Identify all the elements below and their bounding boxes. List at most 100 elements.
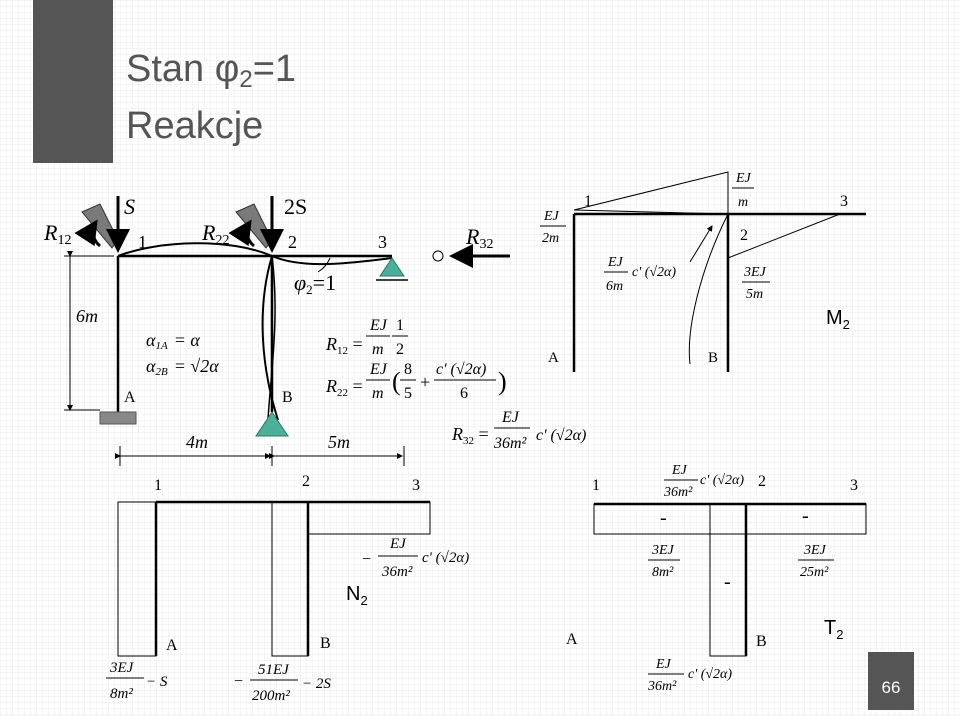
- t2-support-a: A: [566, 631, 578, 648]
- pinned-support-b: [255, 411, 289, 437]
- t2-sign-right: -: [802, 505, 809, 527]
- support-label-a: A: [124, 389, 136, 406]
- t2-value-right-den: 25m²: [800, 565, 829, 580]
- svg-text:+: +: [420, 372, 430, 392]
- label-r32: R32: [465, 224, 493, 252]
- svg-text:5: 5: [404, 385, 412, 402]
- title-decoration-square: [33, 0, 113, 163]
- dim-label-height: 6m: [76, 306, 98, 326]
- frame-scheme: R12 S 1 R22 2S 2 3 R32 φ2=1 6m 4m 5m A B…: [43, 194, 510, 466]
- node-label-2: 2: [288, 232, 297, 252]
- svg-text:1: 1: [396, 317, 404, 334]
- n2-area-beam: [307, 501, 431, 535]
- m2-value-left-den: 2m: [542, 231, 559, 246]
- n2-support-b: B: [320, 635, 331, 652]
- reaction-moment-r12: [74, 219, 102, 248]
- m2-value-mid-den: 6m: [606, 279, 623, 294]
- svg-text:(: (: [392, 367, 401, 396]
- moment-diagram-m2: 1 2 3 A B EJ 2m EJ m EJ 6m c' (√2α) 3EJ …: [540, 171, 866, 372]
- node-label-1: 1: [138, 232, 147, 252]
- m2-value-top-den: m: [738, 195, 748, 210]
- m2-value-mid-tail: c' (√2α): [632, 265, 676, 280]
- deformed-column-b: [261, 255, 279, 421]
- svg-text:EJ: EJ: [369, 317, 388, 334]
- svg-text:6: 6: [460, 385, 468, 402]
- m2-node-2: 2: [740, 227, 748, 244]
- svg-text:m: m: [372, 385, 384, 402]
- roller-support-3: [379, 257, 405, 277]
- t2-node-3: 3: [850, 477, 858, 494]
- n2-value-cola-num: 3EJ: [109, 660, 135, 676]
- n2-value-beam-sign: −: [362, 551, 371, 568]
- dim-label-span1: 4m: [186, 432, 208, 452]
- label-r12: R12: [43, 220, 71, 248]
- m2-support-b: B: [708, 350, 718, 366]
- t2-value-top-tail: c' (√2α): [700, 473, 744, 488]
- n2-node-2: 2: [302, 473, 310, 490]
- reaction-moment-r22: [228, 219, 256, 248]
- title-line-2: Reakcje: [126, 105, 264, 147]
- n2-support-a: A: [166, 637, 178, 654]
- svg-text:c' (√2α): c' (√2α): [536, 427, 586, 444]
- svg-text:m: m: [372, 341, 384, 358]
- n2-value-colb-tail: − 2S: [302, 676, 331, 692]
- t2-area-column-b: [709, 503, 747, 657]
- m2-node-3: 3: [840, 193, 848, 210]
- svg-text:36m²: 36m²: [493, 435, 528, 452]
- dim-label-span2: 5m: [328, 432, 350, 452]
- alpha1-equation: α1A= α: [146, 330, 200, 352]
- page-number-box: 66: [868, 652, 914, 710]
- fixed-support-a: [99, 411, 137, 425]
- svg-text:R32 =: R32 =: [451, 424, 489, 447]
- n2-value-colb-sign: −: [234, 673, 243, 690]
- m2-value-mid-num: EJ: [607, 255, 624, 270]
- svg-text:2: 2: [396, 341, 404, 358]
- n2-value-beam-den: 36m²: [381, 564, 413, 580]
- n2-area-column-b: [271, 501, 309, 657]
- title-subscript: 2: [239, 66, 253, 93]
- t2-node-2: 2: [758, 473, 766, 490]
- t2-support-b: B: [756, 633, 767, 650]
- title-prefix: Stan φ: [126, 48, 240, 90]
- m2-curve-column: [688, 213, 729, 365]
- m2-area-right: [727, 213, 841, 259]
- title-suffix: =1: [252, 48, 297, 90]
- n2-value-cola-tail: − S: [146, 674, 168, 690]
- m2-pointer: [689, 225, 713, 263]
- normal-diagram-n2: 1 2 3 A B − EJ 36m² c' (√2α) 3EJ 8m² − S…: [106, 473, 469, 704]
- n2-value-beam-tail: c' (√2α): [422, 550, 469, 566]
- lock-tool-1: [81, 203, 119, 249]
- m2-node-1: 1: [584, 193, 592, 210]
- t2-sign-column: -: [724, 571, 731, 593]
- node-label-3: 3: [378, 232, 387, 252]
- t2-node-1: 1: [592, 477, 600, 494]
- m2-value-top-num: EJ: [735, 171, 752, 186]
- m2-value-right-num: 3EJ: [743, 265, 767, 280]
- n2-node-3: 3: [412, 477, 420, 494]
- hinge-circle: [432, 250, 444, 262]
- svg-text:8: 8: [404, 361, 412, 378]
- label-phi: φ2=1: [294, 270, 336, 297]
- n2-area-column-a: [117, 501, 157, 657]
- n2-value-cola-den: 8m²: [110, 686, 133, 702]
- t2-value-bottom-tail: c' (√2α): [688, 667, 732, 682]
- t2-value-bottom-den: 36m²: [647, 679, 677, 694]
- label-r22: R22: [201, 220, 229, 248]
- n2-value-colb-den: 200m²: [252, 688, 290, 704]
- equation-r12: R12 = EJ m 1 2: [325, 317, 408, 358]
- svg-text:R12 =: R12 =: [325, 334, 363, 357]
- deformed-beam-right: [271, 255, 393, 266]
- m2-area-left: [573, 171, 729, 215]
- slide-title: Stan φ2=1 Reakcje: [126, 46, 296, 149]
- n2-title: N2: [346, 583, 368, 608]
- m2-title: M2: [826, 307, 850, 332]
- support-label-b: B: [282, 389, 293, 406]
- t2-title: T2: [824, 617, 843, 642]
- svg-text:): ): [498, 367, 507, 396]
- n2-value-colb-num: 51EJ: [258, 662, 290, 678]
- n2-node-1: 1: [154, 477, 162, 494]
- svg-text:EJ: EJ: [369, 361, 388, 378]
- m2-value-right-den: 5m: [746, 287, 763, 302]
